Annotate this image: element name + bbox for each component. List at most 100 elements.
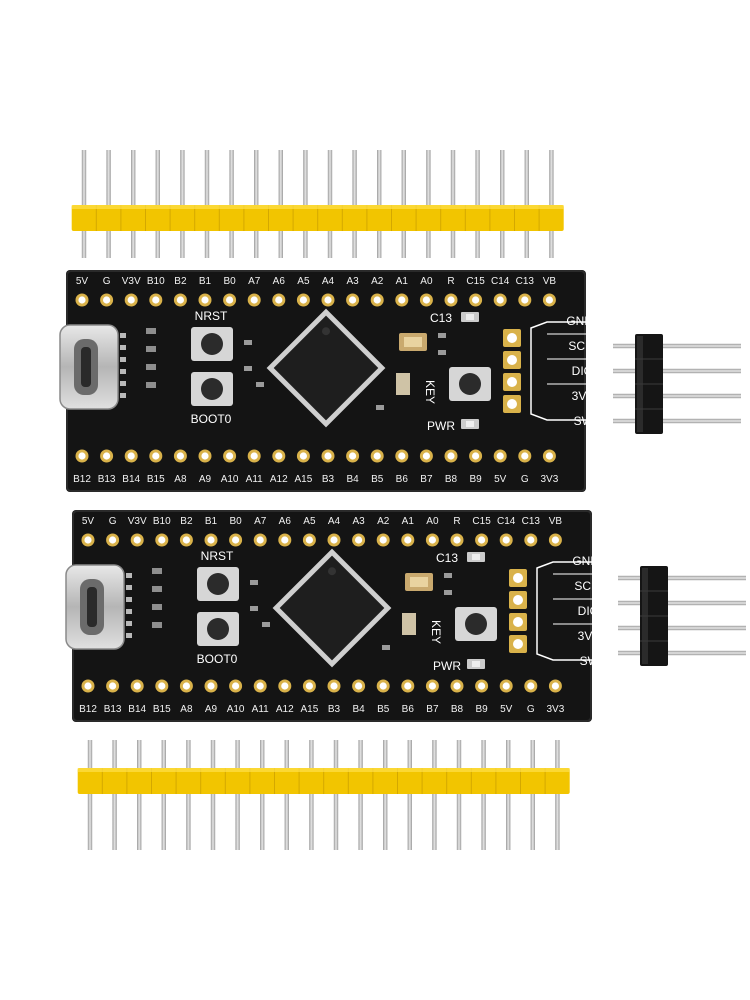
pad-hole [256,536,264,544]
header-pin [500,150,505,258]
pin-label-top: A4 [328,516,341,527]
header-strip-bottom [77,740,570,850]
header-pin [407,740,412,850]
label-boot0: BOOT0 [197,652,238,666]
pad-hole [232,682,240,690]
pin-label-bottom: B9 [475,704,488,715]
pin-label-top: C13 [522,516,541,527]
pad-hole [527,682,535,690]
pad-hole [373,452,381,460]
smd-part [146,346,156,352]
header-pin [309,740,314,850]
label-c13: C13 [430,311,452,325]
pad-hole [207,682,215,690]
pad-hole [133,682,141,690]
pad-hole [256,682,264,690]
pin-label-bottom: B12 [73,474,91,485]
right-angle-header-bottom [618,566,746,666]
ra-pin-long [663,343,741,349]
header-pin [137,740,142,850]
ra-pin-short [618,575,640,581]
pad-hole [207,536,215,544]
pin-label-top: A5 [303,516,316,527]
pad-hole [355,682,363,690]
pad-hole [127,296,135,304]
pin-label-top: A3 [352,516,365,527]
pin-label-top: B1 [205,516,218,527]
pad-hole [152,296,160,304]
header-pin [456,740,462,850]
pin-label-bottom: B4 [352,704,365,715]
pad-hole [447,452,455,460]
pin-label-bottom: B6 [402,704,415,715]
pad-hole [428,682,436,690]
pad-hole [232,536,240,544]
header-pin [112,740,117,850]
pad-hole [305,536,313,544]
pin-label-bottom: 5V [494,474,507,485]
swd-label: SCK [568,339,593,353]
ra-pin-short [618,600,640,606]
swd-label: DIO [572,364,593,378]
ra-pin-long [663,393,741,399]
pin-label-bottom: B13 [98,474,116,485]
swd-label: SW [574,414,594,428]
pad-hole [152,452,160,460]
pad-hole [398,296,406,304]
pin-label-bottom: B4 [346,474,359,485]
pin-label-top: VB [543,276,557,287]
pad-hole [513,595,523,605]
pin-label-bottom: B13 [104,704,122,715]
swd-label: SCK [574,579,599,593]
pin-label-bottom: B3 [322,474,335,485]
ra-pin-long [663,418,741,424]
header-pin [155,150,160,258]
pin-label-top: 5V [76,276,89,287]
pad-hole [379,536,387,544]
pin-label-top: B0 [223,276,236,287]
pin-label-bottom: A9 [199,474,212,485]
pin-label-bottom: A8 [174,474,187,485]
pin-label-top: C15 [472,516,491,527]
swd-label: 3V3 [572,389,594,403]
pad-hole [305,682,313,690]
pad-hole [502,682,510,690]
pad-hole [404,682,412,690]
pin-label-top: A1 [396,276,409,287]
ra-pin-short [613,368,635,374]
ra-pin-short [613,393,635,399]
pin-label-bottom: A11 [246,474,263,485]
pad-hole [330,682,338,690]
pad-hole [507,333,517,343]
pin-label-bottom: B5 [377,704,390,715]
pin-label-top: B0 [229,516,242,527]
pad-hole [398,452,406,460]
pin-label-top: A4 [322,276,335,287]
pin-label-bottom: B9 [469,474,482,485]
header-strip-top [71,150,564,258]
pad-hole [478,536,486,544]
header-pin [352,150,357,258]
pin-label-top: C14 [491,276,510,287]
pad-hole [84,682,92,690]
header-pin [87,740,93,850]
swd-outline [530,321,590,421]
pin-label-bottom: A12 [276,704,294,715]
pin-label-top: A7 [248,276,261,287]
pin-label-top: VB [549,516,563,527]
pin-label-top: G [103,276,111,287]
pad-hole [513,617,523,627]
pad-hole [324,296,332,304]
pin-label-top: V3V [128,516,147,527]
label-c13: C13 [436,551,458,565]
header-pin [260,740,265,850]
smd-part [146,382,156,388]
pad-hole [226,452,234,460]
header-pin [254,150,259,258]
header-pin [549,150,554,258]
smd-part [152,622,162,628]
pin-label-top: R [447,276,454,287]
